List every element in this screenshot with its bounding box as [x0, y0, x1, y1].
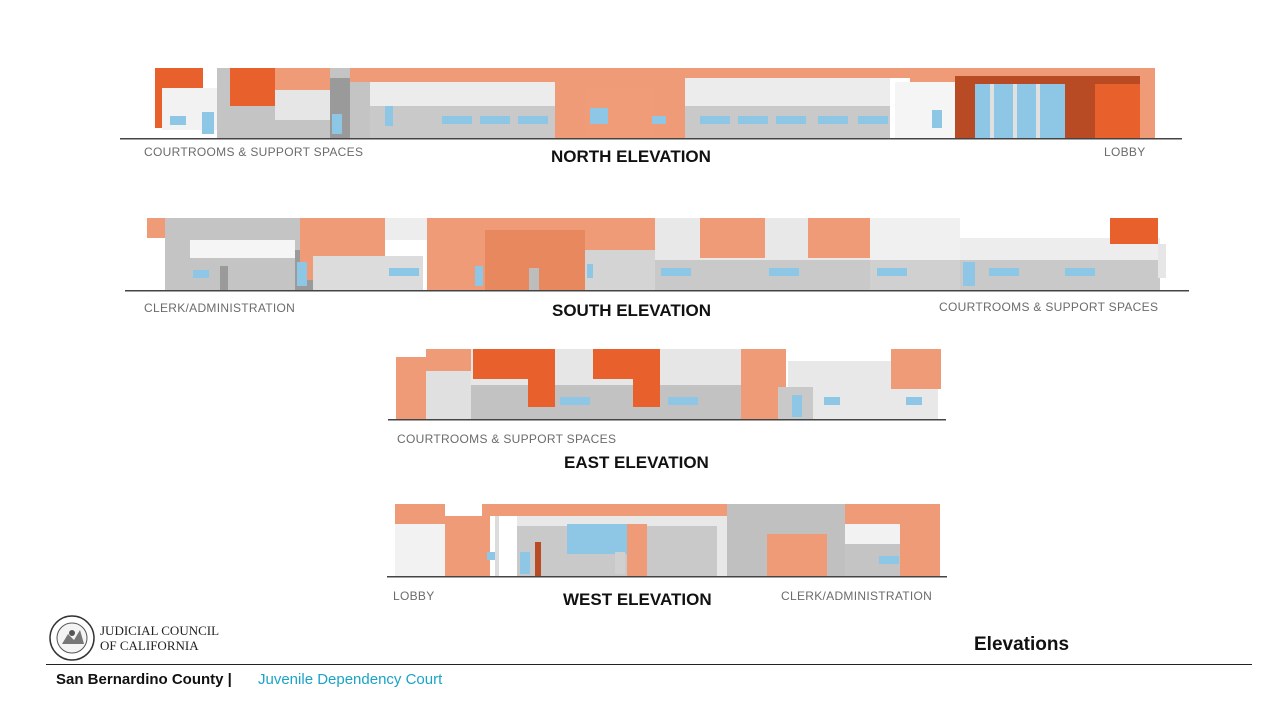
- north-elevation-title: NORTH ELEVATION: [551, 147, 711, 166]
- north-right-label: LOBBY: [1104, 145, 1146, 159]
- south-left-label: CLERK/ADMINISTRATION: [144, 301, 296, 315]
- west-right-label: CLERK/ADMINISTRATION: [781, 589, 933, 603]
- west-left-label: LOBBY: [393, 589, 435, 603]
- north-elevation-drawing: [120, 68, 1182, 140]
- logo-line-2: OF CALIFORNIA: [100, 638, 199, 653]
- south-elevation-title: SOUTH ELEVATION: [552, 301, 711, 320]
- judicial-council-logo-text: JUDICIAL COUNCIL OF CALIFORNIA: [100, 623, 219, 653]
- slide-title: Elevations: [974, 634, 1070, 655]
- east-left-label: COURTROOMS & SUPPORT SPACES: [397, 432, 617, 446]
- logo-line-1: JUDICIAL COUNCIL: [100, 623, 220, 638]
- north-left-label: COURTROOMS & SUPPORT SPACES: [144, 145, 364, 159]
- south-right-label: COURTROOMS & SUPPORT SPACES: [939, 300, 1159, 314]
- judicial-council-seal-icon: [49, 615, 95, 661]
- county-label: San Bernardino County |: [56, 671, 232, 688]
- south-elevation-drawing: [125, 218, 1189, 292]
- west-elevation-drawing: [387, 504, 947, 578]
- east-elevation-drawing: [388, 349, 946, 421]
- east-elevation-title: EAST ELEVATION: [564, 453, 709, 472]
- west-elevation-title: WEST ELEVATION: [563, 590, 712, 609]
- footer-divider: [46, 664, 1252, 665]
- project-name: Juvenile Dependency Court: [258, 671, 443, 688]
